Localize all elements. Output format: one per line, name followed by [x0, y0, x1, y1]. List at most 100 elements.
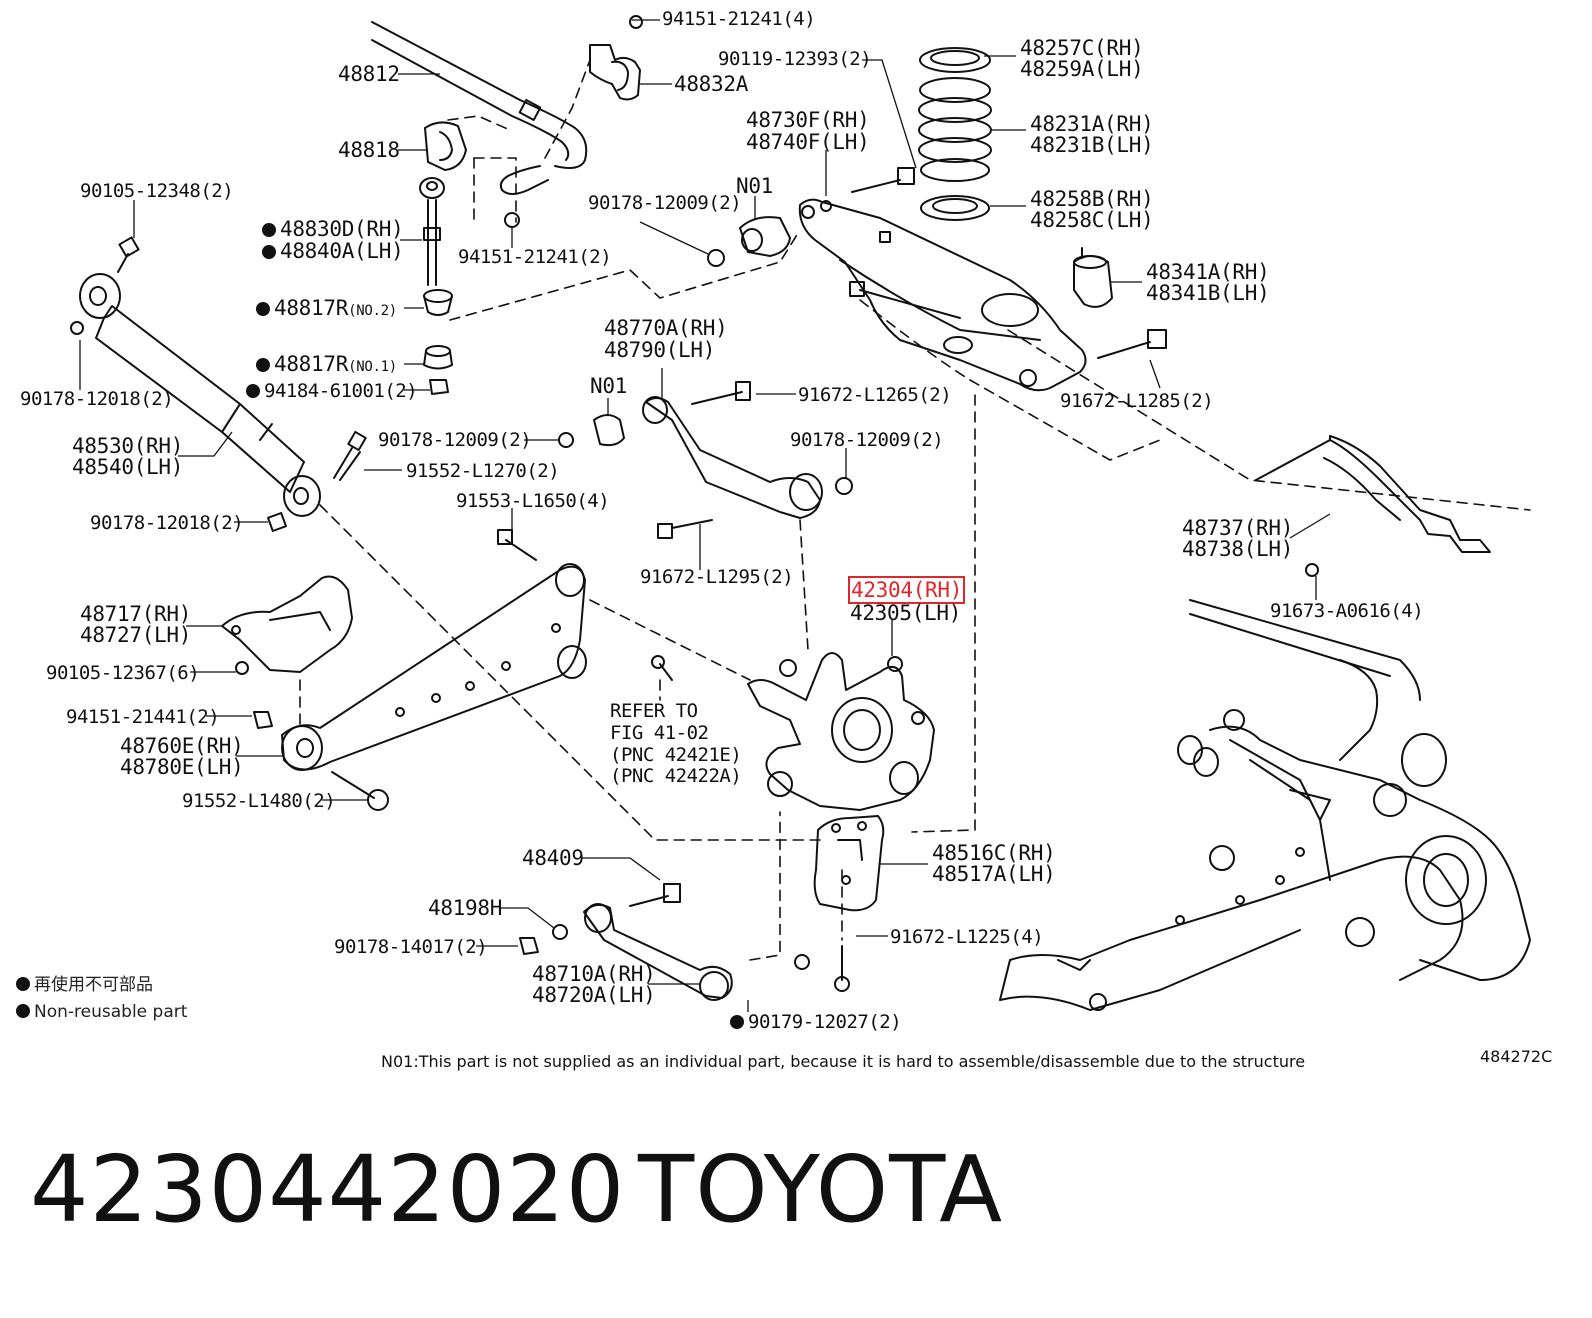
part-label-48258b-rh[interactable]: 48258B(RH) [1030, 187, 1154, 211]
part-label-91673-a0616-4[interactable]: 91673-A0616(4) [1270, 600, 1424, 622]
part-label-91552-l1480-2[interactable]: 91552-L1480(2) [182, 790, 336, 812]
shock-absorber-drawing [70, 236, 321, 532]
bracket-48717-drawing [221, 575, 353, 673]
bump-stopper-drawing [1073, 247, 1113, 308]
dashed-reference-lines [299, 59, 1531, 961]
part-label-text: 90179-12027(2) [748, 1011, 902, 1033]
part-label-48812[interactable]: 48812 [338, 62, 400, 86]
part-label-48258c-lh[interactable]: 48258C(LH) [1030, 208, 1154, 232]
part-label-48198h[interactable]: 48198H [428, 896, 503, 920]
part-label-90178-12009-2-upper[interactable]: 90178-12009(2) [588, 192, 742, 214]
part-label-48530-rh[interactable]: 48530(RH) [72, 434, 184, 458]
part-label-90178-12009-2-right[interactable]: 90178-12009(2) [790, 429, 944, 451]
upper-arm-drawing [798, 198, 1087, 392]
part-label-48840a-lh[interactable]: 48840A(LH) [262, 239, 404, 263]
part-label-90178-12009-2-mid[interactable]: 90178-12009(2) [378, 429, 532, 451]
part-label-48770a-rh[interactable]: 48770A(RH) [604, 316, 728, 340]
part-label-48231a-rh[interactable]: 48231A(RH) [1030, 112, 1154, 136]
part-label-48540-lh[interactable]: 48540(LH) [72, 455, 184, 479]
nut-drawing [794, 954, 810, 970]
clamp-bracket-drawing [589, 15, 643, 101]
part-label-48760e-rh[interactable]: 48760E(RH) [120, 734, 244, 758]
bolt-drawing [834, 945, 850, 992]
part-label-text: 94184-61001(2) [264, 380, 418, 402]
part-label-48516c-rh[interactable]: 48516C(RH) [932, 841, 1056, 865]
part-label-91672-l1295-2[interactable]: 91672-L1295(2) [640, 566, 794, 588]
part-label-48737-rh[interactable]: 48737(RH) [1182, 516, 1294, 540]
bushing-48818-drawing [424, 121, 467, 171]
bracket-48516c-drawing [813, 815, 885, 912]
legend-item-jp: 再使用不可部品 [16, 972, 187, 999]
legend: 再使用不可部品 Non-reusable part [16, 972, 187, 1026]
part-number-title: 4230442020 [30, 1136, 626, 1243]
non-reusable-icon [730, 1015, 744, 1029]
part-label-48780e-lh[interactable]: 48780E(LH) [120, 755, 244, 779]
part-label-90178-14017-2[interactable]: 90178-14017(2) [334, 936, 488, 958]
part-label-48730f-rh[interactable]: 48730F(RH) [746, 108, 870, 132]
part-label-variant: (NO.1) [348, 359, 397, 375]
part-label-48341b-lh[interactable]: 48341B(LH) [1146, 281, 1270, 305]
bushing-48817r-drawing [423, 289, 453, 395]
part-label-text: 48817R [274, 352, 349, 376]
bolt-drawing [333, 430, 367, 481]
part-label-90119-12393-2[interactable]: 90119-12393(2) [718, 48, 872, 70]
part-label-42305-lh[interactable]: 42305(LH) [850, 601, 962, 625]
part-label-91552-l1270-2[interactable]: 91552-L1270(2) [406, 460, 560, 482]
legend-item-en: Non-reusable part [16, 999, 187, 1026]
part-label-42304-rh-highlighted[interactable]: 42304(RH) [847, 576, 966, 604]
part-label-90179-12027-2[interactable]: 90179-12027(2) [730, 1011, 902, 1033]
part-label-48259a-lh[interactable]: 48259A(LH) [1020, 57, 1144, 81]
leader-lines [79, 19, 1331, 1012]
part-label-94184-61001-2[interactable]: 94184-61001(2) [246, 380, 418, 402]
part-label-variant: (NO.2) [348, 303, 397, 319]
part-label-90105-12367-6[interactable]: 90105-12367(6) [46, 662, 200, 684]
non-reusable-icon [246, 384, 260, 398]
steering-knuckle-drawing [651, 652, 935, 811]
bolt-head-drawing [235, 661, 249, 675]
part-label-48720a-lh[interactable]: 48720A(LH) [532, 983, 656, 1007]
bolt-drawing [331, 771, 389, 811]
non-reusable-icon [16, 1004, 30, 1018]
part-label-91553-l1650-4[interactable]: 91553-L1650(4) [456, 490, 610, 512]
coil-spring-drawing [918, 47, 992, 221]
refer-note-line1: REFER TO [610, 700, 698, 722]
non-reusable-icon [16, 977, 30, 991]
part-label-48341a-rh[interactable]: 48341A(RH) [1146, 260, 1270, 284]
part-label-48257c-rh[interactable]: 48257C(RH) [1020, 36, 1144, 60]
part-label-90105-12348-2[interactable]: 90105-12348(2) [80, 180, 234, 202]
brand-title: TOYOTA [638, 1136, 1004, 1243]
part-label-48817r-no2[interactable]: 48817R(NO.2) [256, 298, 397, 322]
part-label-94151-21241-2[interactable]: 94151-21241(2) [458, 246, 612, 268]
part-label-90178-12018-2-upper[interactable]: 90178-12018(2) [20, 388, 174, 410]
part-label-48830d-rh[interactable]: 48830D(RH) [262, 219, 404, 240]
part-label-48818[interactable]: 48818 [338, 138, 400, 162]
part-label-48717-rh[interactable]: 48717(RH) [80, 602, 192, 626]
part-label-48517a-lh[interactable]: 48517A(LH) [932, 862, 1056, 886]
mud-guard-drawing [1255, 435, 1491, 577]
part-label-text: 48840A(LH) [280, 239, 404, 263]
part-label-48817r-no1[interactable]: 48817R(NO.1) [256, 354, 397, 378]
part-label-48231b-lh[interactable]: 48231B(LH) [1030, 133, 1154, 157]
part-label-48740f-lh[interactable]: 48740F(LH) [746, 130, 870, 154]
stabilizer-bar-drawing [371, 21, 588, 195]
part-label-48790-lh[interactable]: 48790(LH) [604, 338, 716, 362]
part-label-94151-21441-2[interactable]: 94151-21441(2) [66, 706, 220, 728]
part-label-90178-12018-2-lower[interactable]: 90178-12018(2) [90, 512, 244, 534]
part-label-48409[interactable]: 48409 [522, 846, 584, 870]
footnote: N01:This part is not supplied as an indi… [381, 1052, 1306, 1071]
part-label-91672-l1265-2[interactable]: 91672-L1265(2) [798, 384, 952, 406]
stabilizer-link-drawing [419, 177, 445, 286]
part-label-91672-l1225-4[interactable]: 91672-L1225(4) [890, 926, 1044, 948]
part-label-48727-lh[interactable]: 48727(LH) [80, 623, 192, 647]
part-label-48832a[interactable]: 48832A [674, 72, 749, 96]
part-label-48738-lh[interactable]: 48738(LH) [1182, 537, 1294, 561]
refer-note-line2[interactable]: FIG 41-02 [610, 722, 709, 744]
part-label-94151-21241-4[interactable]: 94151-21241(4) [662, 8, 816, 30]
part-label-91672-l1285-2[interactable]: 91672-L1285(2) [1060, 390, 1214, 412]
upper-bushing-drawing [707, 216, 791, 267]
toe-arm-drawing [558, 381, 853, 539]
note-label-n01-upper: N01 [736, 174, 774, 198]
legend-text-jp: 再使用不可部品 [34, 975, 153, 995]
non-reusable-icon [262, 223, 276, 237]
part-label-48710a-rh[interactable]: 48710A(RH) [532, 962, 656, 986]
